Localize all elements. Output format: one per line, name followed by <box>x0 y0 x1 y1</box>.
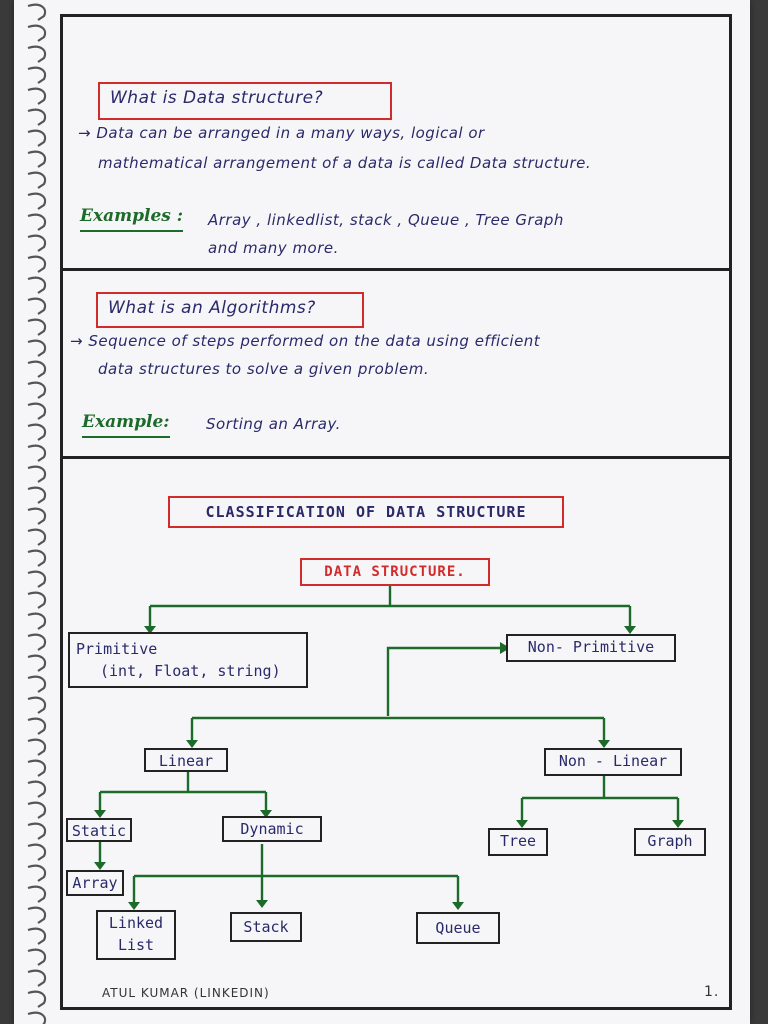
spiral-ring <box>27 360 47 378</box>
spiral-ring <box>27 129 47 147</box>
section1-examples-line2: and many more. <box>208 239 339 257</box>
node-linked-list-line1: Linked <box>108 914 164 932</box>
node-primitive-label: Primitive <box>76 640 158 658</box>
author-credit: ATUL KUMAR (LINKEDIN) <box>102 986 270 1000</box>
spiral-ring <box>27 507 47 525</box>
spiral-ring <box>27 591 47 609</box>
node-primitive: Primitive (int, Float, string) <box>68 632 308 688</box>
spiral-ring <box>27 171 47 189</box>
node-dynamic: Dynamic <box>222 816 322 842</box>
spiral-ring <box>27 486 47 504</box>
spiral-ring <box>27 948 47 966</box>
spiral-ring <box>27 192 47 210</box>
spiral-ring <box>27 318 47 336</box>
spiral-ring <box>27 633 47 651</box>
spiral-ring <box>27 843 47 861</box>
node-graph: Graph <box>634 828 706 856</box>
spiral-ring <box>27 717 47 735</box>
spiral-ring <box>27 444 47 462</box>
spiral-ring <box>27 738 47 756</box>
spiral-ring <box>27 906 47 924</box>
spiral-ring <box>27 423 47 441</box>
spiral-ring <box>27 801 47 819</box>
spiral-ring <box>27 549 47 567</box>
page-frame <box>60 14 732 1010</box>
spiral-ring <box>27 276 47 294</box>
section2-line2: data structures to solve a given problem… <box>98 360 430 378</box>
spiral-ring <box>27 696 47 714</box>
node-data-structure: DATA STRUCTURE. <box>300 558 490 586</box>
spiral-ring <box>27 864 47 882</box>
spiral-ring <box>27 654 47 672</box>
node-non-primitive: Non- Primitive <box>506 634 676 662</box>
node-stack: Stack <box>230 912 302 942</box>
spiral-ring <box>27 990 47 1008</box>
notebook-page: What is Data structure? → Data can be ar… <box>14 0 750 1024</box>
node-tree: Tree <box>488 828 548 856</box>
node-static: Static <box>66 818 132 842</box>
section-divider-2 <box>60 456 732 459</box>
spiral-ring <box>27 402 47 420</box>
spiral-ring <box>27 612 47 630</box>
spiral-ring <box>27 150 47 168</box>
spiral-ring <box>27 381 47 399</box>
spiral-ring <box>27 780 47 798</box>
spiral-ring <box>27 822 47 840</box>
spiral-ring <box>27 927 47 945</box>
diagram-title: CLASSIFICATION OF DATA STRUCTURE <box>168 496 564 528</box>
node-primitive-examples: (int, Float, string) <box>100 662 281 680</box>
node-linear: Linear <box>144 748 228 772</box>
section2-example-value: Sorting an Array. <box>206 415 341 433</box>
spiral-ring <box>27 885 47 903</box>
node-linked-list-line2: List <box>117 936 155 954</box>
section1-heading: What is Data structure? <box>98 82 392 120</box>
page-number: 1. <box>704 984 720 1000</box>
spiral-ring <box>27 234 47 252</box>
spiral-ring <box>27 570 47 588</box>
node-queue: Queue <box>416 912 500 944</box>
node-linked-list: Linked List <box>96 910 176 960</box>
section2-example-label: Example: <box>82 412 170 438</box>
section1-line2: mathematical arrangement of a data is ca… <box>98 154 592 172</box>
spiral-ring <box>27 759 47 777</box>
node-array: Array <box>66 870 124 896</box>
spiral-ring <box>27 87 47 105</box>
section2-heading: What is an Algorithms? <box>96 292 364 328</box>
spiral-ring <box>27 255 47 273</box>
section1-examples-label: Examples : <box>80 206 184 232</box>
section1-examples-line1: Array , linkedlist, stack , Queue , Tree… <box>208 211 564 229</box>
spiral-ring <box>27 213 47 231</box>
spiral-ring <box>27 24 47 42</box>
spiral-binding <box>27 3 47 1024</box>
spiral-ring <box>27 108 47 126</box>
spiral-ring <box>27 66 47 84</box>
diagram-connectors <box>94 584 684 910</box>
section1-line1: → Data can be arranged in a many ways, l… <box>78 124 485 142</box>
spiral-ring <box>27 465 47 483</box>
spiral-ring <box>27 339 47 357</box>
section2-line1: → Sequence of steps performed on the dat… <box>70 332 541 350</box>
spiral-ring <box>27 3 47 21</box>
spiral-ring <box>27 45 47 63</box>
node-non-linear: Non - Linear <box>544 748 682 776</box>
spiral-ring <box>27 969 47 987</box>
spiral-ring <box>27 675 47 693</box>
section-divider-1 <box>60 268 732 271</box>
spiral-ring <box>27 297 47 315</box>
spiral-ring <box>27 528 47 546</box>
